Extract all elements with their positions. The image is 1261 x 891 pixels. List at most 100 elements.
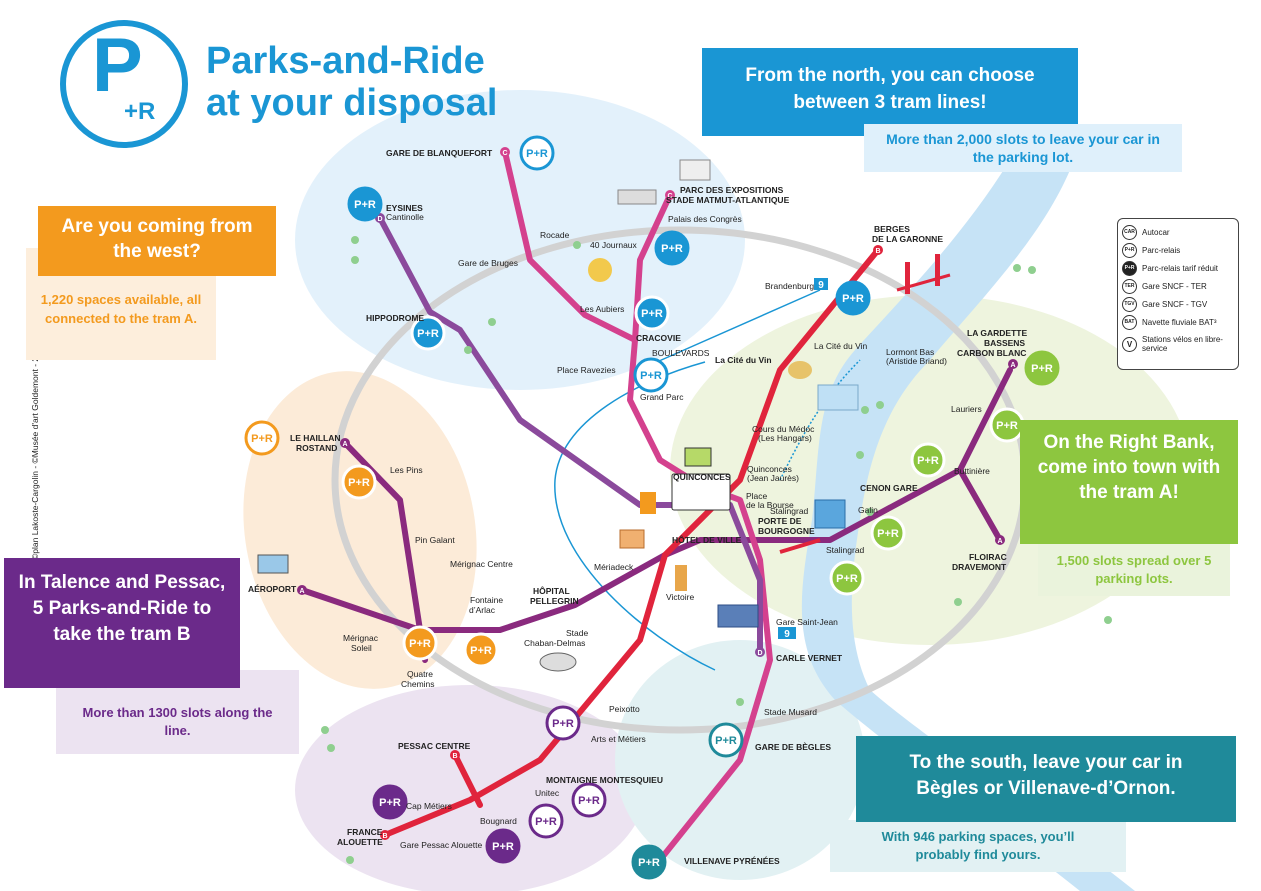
station-brandenburg[interactable]: Brandenburg — [765, 281, 814, 291]
park-ride-hippodrome[interactable]: P+R — [410, 315, 446, 351]
station-40-journaux[interactable]: 40 Journaux — [590, 240, 638, 250]
park-ride-alouette[interactable]: P+R — [485, 828, 521, 864]
park-ride-ravezies[interactable]: P+R — [633, 357, 669, 393]
park-ride-buttiniere[interactable]: P+R — [910, 442, 946, 478]
station-chemins[interactable]: Chemins — [401, 679, 435, 689]
station-la-gardette[interactable]: LA GARDETTE — [967, 328, 1027, 338]
park-ride-berges[interactable]: P+R — [835, 280, 871, 316]
boat-cite-du-vin[interactable]: La Cité du Vin — [814, 341, 868, 351]
station-berges[interactable]: BERGES — [874, 224, 910, 234]
station-les-hangars[interactable]: (Les Hangars) — [758, 433, 812, 443]
station-unitec[interactable]: Unitec — [535, 788, 560, 798]
station-stade-musard[interactable]: Stade Musard — [764, 707, 817, 717]
park-ride-expo[interactable]: P+R — [654, 230, 690, 266]
station-galin[interactable]: Galin — [858, 505, 878, 515]
station-arts-metiers[interactable]: Arts et Métiers — [591, 734, 646, 744]
station-stalingrad[interactable]: Stalingrad — [826, 545, 865, 555]
station-villenave-pyrenees[interactable]: VILLENAVE PYRÉNÉES — [684, 856, 780, 866]
park-ride-pins[interactable]: P+R — [341, 464, 377, 500]
park-ride-arts-metiers[interactable]: P+R — [545, 705, 581, 741]
station-quatre[interactable]: Quatre — [407, 669, 433, 679]
station-buttiniere[interactable]: Buttinière — [954, 466, 990, 476]
boat-quinconces[interactable]: Quinconces — [747, 464, 792, 474]
station-grand-parc[interactable]: Grand Parc — [640, 392, 684, 402]
station-les-pins[interactable]: Les Pins — [390, 465, 423, 475]
station-pin-galant[interactable]: Pin Galant — [415, 535, 455, 545]
station-bassens[interactable]: BASSENS — [984, 338, 1025, 348]
station-cite-du-vin[interactable]: La Cité du Vin — [715, 355, 772, 365]
station-gare-saint-jean[interactable]: Gare Saint-Jean — [776, 617, 838, 627]
station-meriadeck[interactable]: Mériadeck — [594, 562, 634, 572]
park-ride-blanquefort[interactable]: P+R — [519, 135, 555, 171]
station-eysines[interactable]: EYSINES — [386, 203, 423, 213]
station-aubiers[interactable]: Les Aubiers — [580, 304, 624, 314]
station-victoire[interactable]: Victoire — [666, 592, 694, 602]
boat-aristide-briand[interactable]: (Aristide Briand) — [886, 356, 947, 366]
station-rostand[interactable]: ROSTAND — [296, 443, 337, 453]
park-ride-villenave[interactable]: P+R — [631, 844, 667, 880]
station-france[interactable]: FRANCE — [347, 827, 383, 837]
station-hotel-de-ville[interactable]: HÔTEL DE VILLE — [672, 534, 742, 545]
station-gare-blanquefort[interactable]: GARE DE BLANQUEFORT — [386, 148, 493, 158]
station-pessac-centre[interactable]: PESSAC CENTRE — [398, 741, 471, 751]
station-dravemont[interactable]: DRAVEMONT — [952, 562, 1007, 572]
station-carbon-blanc[interactable]: CARBON BLANC — [957, 348, 1026, 358]
park-ride-unitec[interactable]: P+R — [571, 782, 607, 818]
station-merignac-centre[interactable]: Mérignac Centre — [450, 559, 513, 569]
station-gare-begles[interactable]: GARE DE BÈGLES — [755, 742, 831, 752]
park-ride-aubiers[interactable]: P+R — [634, 295, 670, 331]
station-porte-de[interactable]: PORTE DE — [758, 516, 802, 526]
station-stade-matmut[interactable]: STADE MATMUT-ATLANTIQUE — [666, 195, 790, 205]
station-ravezies[interactable]: Place Ravezies — [557, 365, 616, 375]
park-ride-stalingrad[interactable]: P+R — [829, 560, 865, 596]
station-chaban-delmas[interactable]: Chaban-Delmas — [524, 638, 585, 648]
station-soleil[interactable]: Soleil — [351, 643, 372, 653]
station-lauriers[interactable]: Lauriers — [951, 404, 982, 414]
svg-text:A: A — [342, 441, 347, 448]
station-bougnard[interactable]: Bougnard — [480, 816, 517, 826]
park-ride-lauriers[interactable]: P+R — [989, 407, 1025, 443]
station-floirac[interactable]: FLOIRAC — [969, 552, 1007, 562]
station-cantinolle[interactable]: Cantinolle — [386, 212, 424, 222]
station-cracovie[interactable]: CRACOVIE — [636, 333, 681, 343]
station-palais-congres[interactable]: Palais des Congrès — [668, 214, 742, 224]
station-aeroport[interactable]: AÉROPORT — [248, 584, 297, 594]
station-stade[interactable]: Stade — [566, 628, 588, 638]
station-parc-expo[interactable]: PARC DES EXPOSITIONS — [680, 185, 784, 195]
park-ride-galin[interactable]: P+R — [870, 515, 906, 551]
station-cenon-gare[interactable]: CENON GARE — [860, 483, 918, 493]
station-merignac[interactable]: Mérignac — [343, 633, 379, 643]
station-gare-bruges[interactable]: Gare de Bruges — [458, 258, 518, 268]
station-quinconces[interactable]: QUINCONCES — [673, 472, 731, 482]
station-hopital[interactable]: HÔPITAL — [533, 585, 570, 596]
station-de-la-garonne[interactable]: DE LA GARONNE — [872, 234, 943, 244]
park-ride-gardette[interactable]: P+R — [1024, 350, 1060, 386]
park-ride-bougnard[interactable]: P+R — [528, 803, 564, 839]
station-cours-medoc[interactable]: Cours du Médoc — [752, 424, 815, 434]
station-peixotto[interactable]: Peixotto — [609, 704, 640, 714]
park-ride-begles[interactable]: P+R — [708, 722, 744, 758]
station-de-la-bourse[interactable]: de la Bourse — [746, 500, 794, 510]
station-alouette[interactable]: ALOUETTE — [337, 837, 383, 847]
boat-lormont-bas[interactable]: Lormont Bas — [886, 347, 934, 357]
boat-jean-jaures[interactable]: (Jean Jaurès) — [747, 473, 799, 483]
boat-stalingrad[interactable]: Stalingrad — [770, 506, 809, 516]
station-gare-pessac-alouette[interactable]: Gare Pessac Alouette — [400, 840, 482, 850]
station-arlac[interactable]: d’Arlac — [469, 605, 496, 615]
station-fontaine[interactable]: Fontaine — [470, 595, 503, 605]
station-hippodrome[interactable]: HIPPODROME — [366, 313, 424, 323]
station-place[interactable]: Place — [746, 491, 768, 501]
park-ride-eysines[interactable]: P+R — [347, 186, 383, 222]
park-ride-cap-metiers[interactable]: P+R — [372, 784, 408, 820]
station-carle-vernet[interactable]: CARLE VERNET — [776, 653, 843, 663]
park-ride-arlac[interactable]: P+R — [463, 632, 499, 668]
station-montaigne-montesquieu[interactable]: MONTAIGNE MONTESQUIEU — [546, 775, 663, 785]
station-bourgogne[interactable]: BOURGOGNE — [758, 526, 815, 536]
park-ride-haillan[interactable]: P+R — [244, 420, 280, 456]
station-cap-metiers[interactable]: Cap Métiers — [406, 801, 452, 811]
svg-text:P+R: P+R — [417, 328, 439, 340]
station-pellegrin[interactable]: PELLEGRIN — [530, 596, 579, 606]
park-ride-quatre-chemins[interactable]: P+R — [402, 625, 438, 661]
station-le-haillan[interactable]: LE HAILLAN — [290, 433, 341, 443]
